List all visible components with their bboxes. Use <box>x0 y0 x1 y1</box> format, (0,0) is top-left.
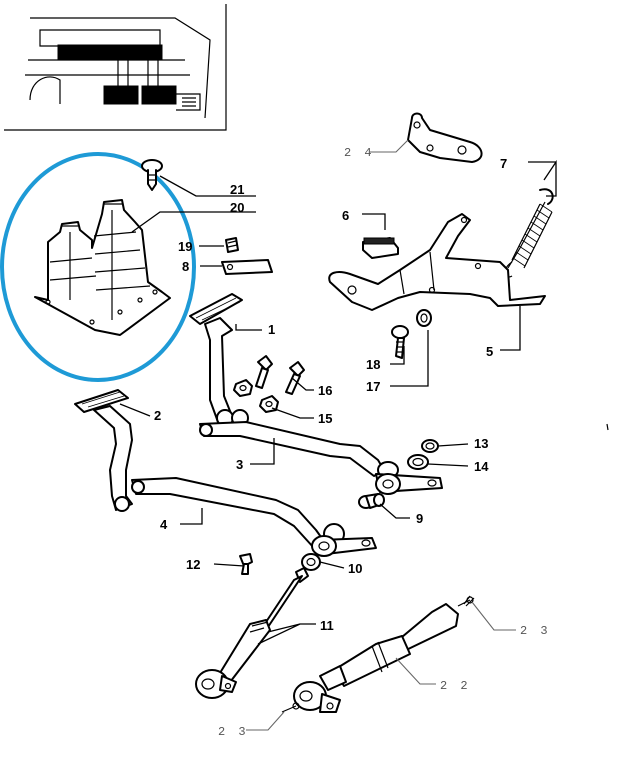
callout-17: 17 <box>366 379 380 394</box>
callout-2: 2 <box>154 408 161 423</box>
callout-9: 9 <box>416 511 423 526</box>
callout-labels: 1 2 3 4 5 6 7 8 9 10 11 12 13 14 15 16 1… <box>154 146 551 739</box>
part-2-pedal[interactable] <box>74 389 133 512</box>
callout-15: 15 <box>318 411 332 426</box>
part-6-pad[interactable] <box>362 237 399 259</box>
callout-20: 20 <box>230 200 244 215</box>
callout-12: 12 <box>186 557 200 572</box>
highlight-circle <box>0 152 196 382</box>
callout-7: 7 <box>500 156 507 171</box>
part-12-screw[interactable] <box>239 553 253 575</box>
part-22-cylinder[interactable] <box>293 596 474 713</box>
part-5-support[interactable] <box>328 213 546 311</box>
part-14-washer[interactable] <box>407 454 429 470</box>
callout-14: 14 <box>474 459 489 474</box>
part-8-plate[interactable] <box>221 259 273 275</box>
part-4-cross-shaft[interactable] <box>131 477 377 557</box>
callout-18: 18 <box>366 357 380 372</box>
part-20-dust-boots[interactable] <box>34 199 171 336</box>
callout-23-right: 2 3 <box>520 624 551 638</box>
inset-cab-sketch <box>25 17 211 119</box>
part-23-pins[interactable] <box>281 595 475 713</box>
part-17-washer[interactable] <box>416 309 432 327</box>
callout-23-left: 2 3 <box>218 725 249 739</box>
callout-16: 16 <box>318 383 332 398</box>
part-21-screw[interactable] <box>141 159 163 191</box>
stray-mark <box>606 423 609 431</box>
callout-11: 11 <box>320 618 334 633</box>
callout-8: 8 <box>182 259 189 274</box>
callout-5: 5 <box>486 344 493 359</box>
part-3-cross-shaft[interactable] <box>199 421 443 495</box>
part-16-bolts[interactable] <box>255 355 305 395</box>
part-24-bracket[interactable] <box>407 112 483 163</box>
callout-3: 3 <box>236 457 243 472</box>
part-9-bush[interactable] <box>358 493 385 509</box>
callout-24: 2 4 <box>344 146 375 160</box>
part-1-pedal[interactable] <box>189 293 249 427</box>
callout-13: 13 <box>474 436 488 451</box>
callout-6: 6 <box>342 208 349 223</box>
location-inset <box>4 4 227 131</box>
callout-19: 19 <box>178 239 192 254</box>
spring-coils <box>511 203 553 269</box>
callout-22: 2 2 <box>440 679 471 693</box>
part-18-bolt[interactable] <box>391 325 409 359</box>
part-7-spring[interactable] <box>504 188 554 278</box>
leader-lines <box>119 139 557 731</box>
callout-1: 1 <box>268 322 275 337</box>
part-13-washer[interactable] <box>421 439 439 453</box>
part-11-rod[interactable] <box>195 567 309 699</box>
callout-10: 10 <box>348 561 362 576</box>
callout-21: 21 <box>230 182 244 197</box>
callout-4: 4 <box>160 517 168 532</box>
part-19-pin[interactable] <box>225 237 239 253</box>
